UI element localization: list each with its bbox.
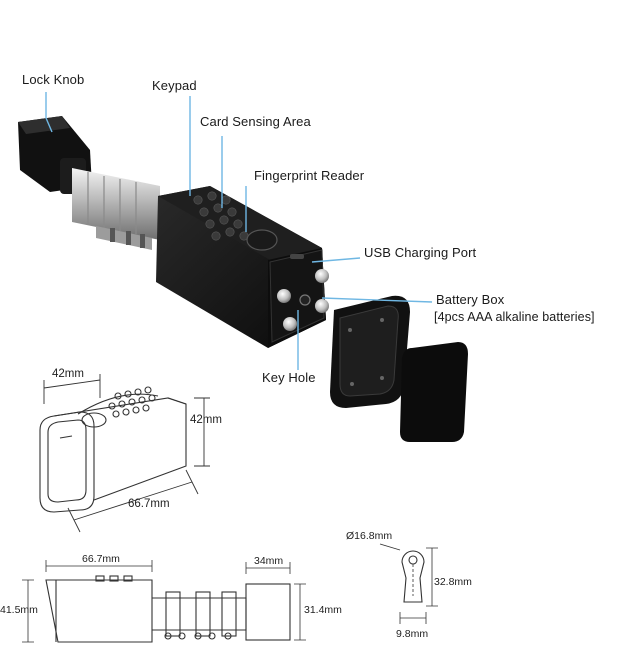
dim-depth: 42mm xyxy=(52,368,84,380)
dim-profile-height: 32.8mm xyxy=(434,576,472,588)
callout-card-sensing-area: Card Sensing Area xyxy=(200,114,311,129)
dim-profile-diameter: Ø16.8mm xyxy=(346,530,392,542)
callout-key-hole: Key Hole xyxy=(262,370,316,385)
callout-usb-charging-port: USB Charging Port xyxy=(364,245,476,260)
dim-knob-height: 31.4mm xyxy=(304,604,342,616)
dim-cyl-length: 66.7mm xyxy=(82,553,120,565)
key-hole xyxy=(300,295,310,305)
callout-fingerprint-reader: Fingerprint Reader xyxy=(254,168,364,183)
sketch-keypad xyxy=(109,387,155,417)
dim-knob-length: 34mm xyxy=(254,555,283,567)
battery-box xyxy=(330,296,410,408)
callout-battery-box: Battery Box xyxy=(436,292,504,307)
dimension-sketch xyxy=(40,374,210,532)
callout-lock-knob: Lock Knob xyxy=(22,72,84,87)
cylinder-shaft xyxy=(72,168,160,250)
profile-drawing xyxy=(380,544,438,624)
side-view-drawing xyxy=(22,560,306,642)
dim-profile-width: 9.8mm xyxy=(396,628,428,640)
smart-lock-cylinder xyxy=(18,116,329,348)
usb-port xyxy=(290,254,304,259)
dim-height: 42mm xyxy=(190,414,222,426)
battery-lid xyxy=(400,342,468,442)
dim-length: 66.7mm xyxy=(128,498,170,510)
fingerprint-sensor xyxy=(247,230,277,250)
callout-keypad: Keypad xyxy=(152,78,197,93)
callout-battery-note: [4pcs AAA alkaline batteries] xyxy=(434,310,595,324)
end-face xyxy=(270,250,329,342)
dim-body-height: 41.5mm xyxy=(0,604,38,616)
